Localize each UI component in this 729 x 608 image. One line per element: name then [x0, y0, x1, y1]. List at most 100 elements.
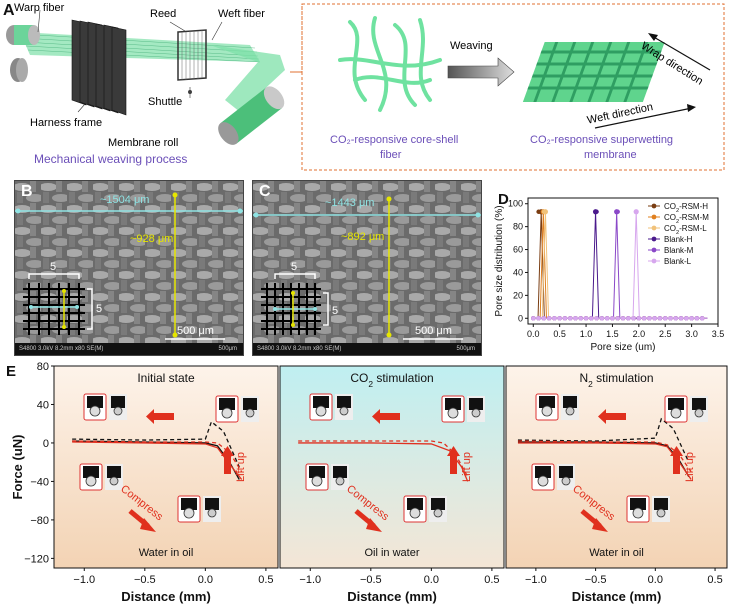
- legend-entry: Blank-L: [664, 257, 692, 266]
- force-panel-caption: Water in oil: [589, 547, 644, 559]
- legend-marker: [651, 236, 657, 242]
- x-tick-label: 3.5: [712, 329, 725, 339]
- data-point: [647, 316, 652, 321]
- x-tick-label: −1.0: [73, 574, 95, 586]
- sem-c-count-1: 5: [291, 261, 298, 273]
- data-point: [684, 316, 689, 321]
- data-point: [641, 316, 647, 321]
- droplet-inset: [664, 395, 708, 423]
- y-tick-label: 80: [513, 222, 523, 232]
- y-tick-label: 40: [513, 267, 523, 277]
- legend-marker: [651, 203, 657, 209]
- x-tick-label: 0.5: [553, 329, 566, 339]
- x-tick-label: 0.0: [527, 329, 540, 339]
- x-axis-label: Distance (mm): [347, 589, 437, 604]
- data-point: [668, 316, 673, 321]
- panel-letter-e: E: [6, 363, 16, 380]
- data-point: [636, 316, 642, 321]
- label-membrane-2: membrane: [584, 149, 637, 161]
- data-point: [557, 316, 562, 321]
- data-point: [583, 316, 589, 321]
- data-point: [689, 316, 694, 321]
- x-axis-label: Pore size (um): [590, 342, 655, 353]
- y-axis-label: Force (uN): [10, 435, 25, 500]
- y-tick-label: 100: [508, 199, 523, 209]
- droplet-inset: [177, 495, 221, 523]
- sem-b-height: ~928 μm: [130, 233, 174, 245]
- x-tick-label: −0.5: [134, 574, 156, 586]
- label-mechanical-weaving: Mechanical weaving process: [34, 152, 188, 166]
- sem-c-scale: 500 μm: [415, 325, 452, 337]
- plot-frame: [527, 197, 719, 325]
- x-tick-label: −0.5: [585, 574, 607, 586]
- droplet-inset: [531, 463, 575, 491]
- droplet-inset: [441, 395, 485, 423]
- data-point: [594, 316, 599, 321]
- data-point: [552, 316, 557, 321]
- data-point: [699, 316, 705, 321]
- x-tick-label: −1.0: [299, 574, 321, 586]
- force-panel-title: N2 stimulation: [579, 371, 653, 389]
- data-point: [578, 316, 583, 321]
- loom-illustration: [6, 9, 285, 145]
- x-axis-label: Distance (mm): [121, 589, 211, 604]
- data-point: [615, 316, 620, 321]
- label-core-shell-fiber-2: fiber: [380, 149, 402, 161]
- y-tick-label: 40: [37, 399, 49, 411]
- y-tick-label: −80: [30, 515, 49, 527]
- x-tick-label: 0.5: [707, 574, 722, 586]
- droplet-inset: [305, 463, 349, 491]
- red-arrows: [128, 409, 234, 532]
- data-point: [610, 316, 615, 321]
- sem-b-footer: S4800 3.0kV 8.2mm x80 SE(M)500μm: [15, 343, 243, 355]
- label-weaving: Weaving: [450, 40, 493, 52]
- panel-letter-d: D: [498, 191, 509, 208]
- x-tick-label: 0.5: [258, 574, 273, 586]
- force-panel-caption: Water in oil: [139, 547, 194, 559]
- data-point: [663, 316, 668, 321]
- force-panel-title: CO2 stimulation: [350, 371, 433, 389]
- panel-letter-b: B: [21, 183, 33, 200]
- data-point: [678, 316, 684, 321]
- data-point: [536, 316, 541, 321]
- force-curve-1: [72, 441, 243, 480]
- label-warp-fiber: Warp fiber: [14, 2, 65, 14]
- data-point: [541, 316, 547, 321]
- x-tick-label: −0.5: [360, 574, 382, 586]
- label-membrane-roll: Membrane roll: [108, 137, 179, 149]
- sem-c-footer: S4800 3.0kV 8.2mm x80 SE(M)500μm: [253, 343, 481, 355]
- panel-letter-a: A: [3, 2, 15, 19]
- data-point: [599, 316, 605, 321]
- force-curve-3: [517, 440, 692, 473]
- droplet-inset: [535, 393, 579, 421]
- label-harness-frame: Harness frame: [30, 117, 103, 129]
- panel-letter-c: C: [259, 183, 271, 200]
- label-shuttle: Shuttle: [148, 96, 183, 108]
- legend-entry: CO2-RSM-M: [664, 213, 709, 225]
- legend-marker: [651, 225, 657, 231]
- droplet-inset: [215, 395, 259, 423]
- y-tick-label: 0: [43, 438, 49, 450]
- sem-image-b: B ~1504 μm ~928 μm 5 5 500 μm S4800 3.0k…: [14, 180, 244, 356]
- y-tick-label: 60: [513, 245, 523, 255]
- data-point: [568, 316, 573, 321]
- y-tick-label: −120: [24, 553, 49, 565]
- data-point: [631, 316, 636, 321]
- label-lift-up: Lift up: [684, 452, 696, 482]
- data-point: [652, 316, 657, 321]
- label-membrane-1: CO₂-responsive superwetting: [530, 134, 674, 146]
- sem-b-width: ~1504 μm: [100, 194, 150, 206]
- x-tick-label: −1.0: [525, 574, 547, 586]
- data-point: [562, 316, 568, 321]
- legend-marker: [651, 247, 657, 253]
- x-tick-label: 2.5: [659, 329, 672, 339]
- sem-image-c: C ~1443 μm ~892 μm 5 5 500 μm S4800 3.0k…: [252, 180, 482, 356]
- force-curve-1: [517, 442, 692, 480]
- legend-entry: Blank-M: [664, 246, 694, 255]
- label-lift-up: Lift up: [235, 452, 247, 482]
- legend-entry: CO2-RSM-L: [664, 224, 707, 236]
- sem-c-count-2: 5: [332, 305, 339, 317]
- force-curve-2: [517, 417, 690, 463]
